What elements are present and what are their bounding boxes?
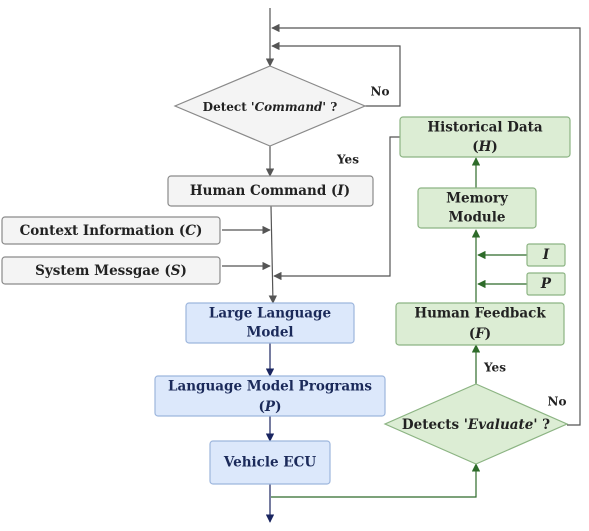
input-p-node: P [526, 272, 566, 296]
historical-data-label-line2: (H) [472, 139, 498, 155]
command-no-loop [271, 41, 401, 107]
evaluate-no-label: No [548, 395, 567, 409]
detect-command-decision: Detect 'Command' ? [173, 65, 367, 147]
human-feedback-label-line2: (F) [469, 326, 491, 342]
llm-label-line2: Model [246, 325, 293, 341]
memory-module-node: Memory Module [417, 187, 537, 229]
input-i-label: I [542, 247, 550, 263]
input-p-label: P [540, 276, 552, 292]
memory-module-label-line2: Module [449, 210, 506, 226]
context-information-label: Context Information (C) [20, 223, 203, 239]
memory-module-label-line1: Memory [446, 191, 509, 207]
vehicle-ecu-node: Vehicle ECU [209, 440, 331, 485]
vehicle-ecu-label: Vehicle ECU [223, 455, 316, 471]
lm-programs-node: Language Model Programs (P) [154, 375, 386, 417]
command-no-label: No [371, 85, 390, 99]
green-connectors [271, 157, 527, 498]
system-message-label: System Messgae (S) [35, 263, 187, 279]
historical-data-label-line1: Historical Data [427, 120, 542, 136]
llm-node: Large Language Model [185, 302, 355, 344]
lm-programs-label-line2: (P) [259, 399, 282, 415]
human-feedback-node: Human Feedback (F) [395, 302, 565, 346]
historical-to-llm-arrow [273, 136, 400, 281]
evaluate-yes-label: Yes [483, 361, 506, 375]
historical-data-node: Historical Data (H) [399, 116, 571, 158]
human-command-node: Human Command (I) [167, 175, 374, 207]
ecu-to-evaluate-arrow [271, 463, 481, 498]
human-command-label: Human Command (I) [190, 183, 350, 199]
llm-label-line1: Large Language [209, 306, 331, 322]
detect-command-label: Detect 'Command' ? [203, 100, 338, 114]
human-command-down-line [268, 205, 278, 304]
detects-evaluate-decision: Detects 'Evaluate' ? [383, 383, 569, 465]
detects-evaluate-label: Detects 'Evaluate' ? [402, 417, 550, 433]
context-information-node: Context Information (C) [1, 216, 221, 245]
lm-programs-label-line1: Language Model Programs [168, 379, 372, 395]
input-i-node: I [526, 243, 566, 267]
command-yes-label: Yes [336, 153, 359, 167]
evaluate-no-loop [271, 23, 581, 426]
system-message-node: System Messgae (S) [1, 256, 221, 285]
human-feedback-label-line1: Human Feedback [414, 306, 546, 322]
gray-connectors [222, 8, 581, 426]
